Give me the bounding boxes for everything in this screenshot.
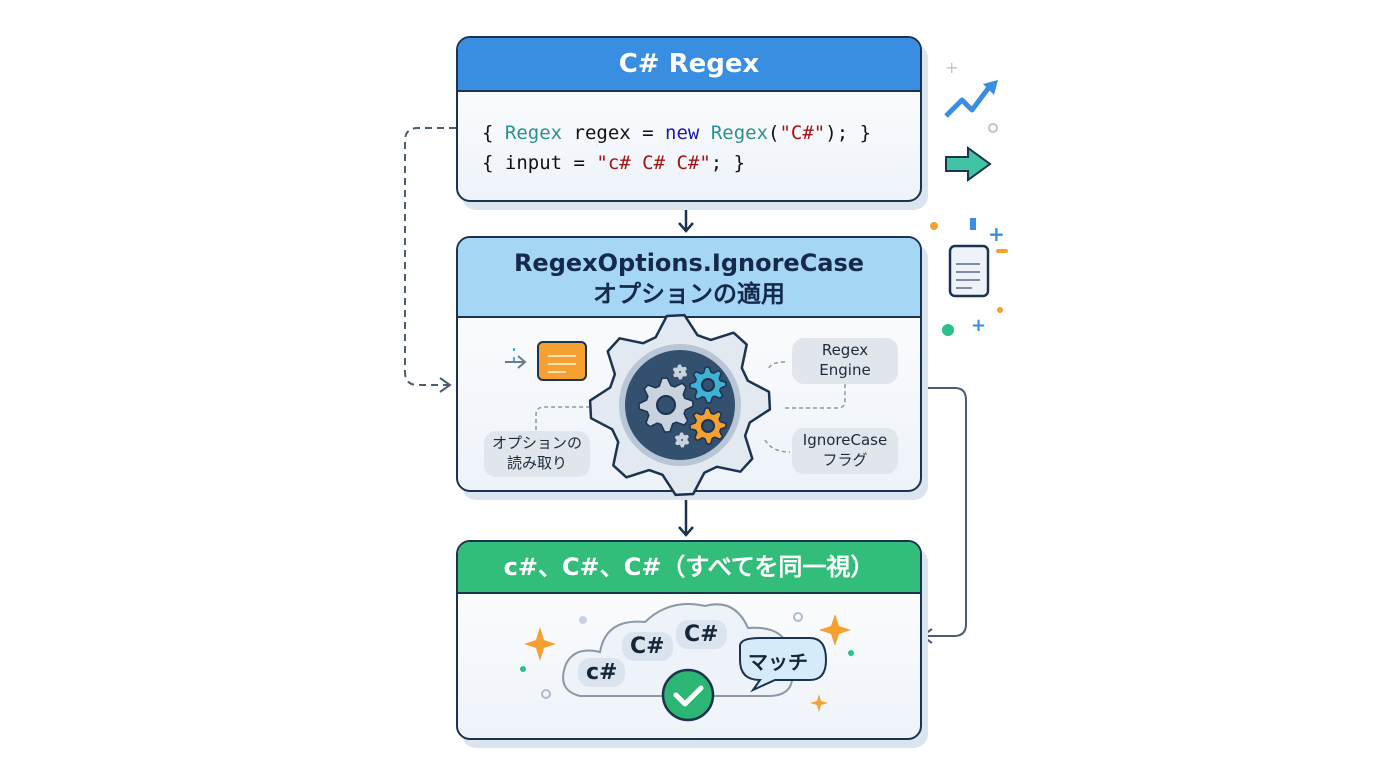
code-block: { Regex regex = new Regex("C#"); }{ inpu…: [458, 92, 920, 178]
code-token: { input =: [482, 152, 597, 174]
code-token: (: [768, 122, 780, 144]
speech-bubble-icon: [739, 637, 828, 693]
regex-code-box: C# Regex { Regex regex = new Regex("C#")…: [456, 36, 922, 202]
box-title: C# Regex: [458, 38, 920, 92]
label-line: Engine: [819, 361, 871, 379]
gear-icon: [689, 407, 727, 445]
gear-icon: [674, 432, 690, 448]
svg-text:+: +: [945, 58, 958, 77]
code-token: regex =: [562, 122, 666, 144]
code-token: "C#": [779, 122, 826, 144]
match-tag: C#: [622, 632, 673, 661]
arrow-icon: [505, 355, 527, 369]
code-token: ); }: [825, 122, 872, 144]
code-line: { input = "c# C# C#"; }: [482, 148, 920, 178]
sparkle-icon: [819, 614, 851, 646]
arrow-down-2: [678, 495, 694, 537]
gear-icon: [638, 377, 694, 433]
arrowhead-icon: [920, 628, 933, 644]
arrowhead-icon: [439, 377, 452, 393]
box-title: RegexOptions.IgnoreCase オプションの適用: [458, 238, 920, 318]
code-token: {: [482, 122, 505, 144]
svg-text:+: +: [988, 222, 1005, 246]
label-line: オプションの: [491, 434, 582, 452]
regex-engine-label: Regex Engine: [792, 338, 898, 384]
arrow-down-1: [678, 200, 694, 233]
match-bubble-text: マッチ: [748, 650, 808, 674]
title-line-2: オプションの適用: [593, 280, 785, 308]
code-token: Regex: [710, 122, 769, 144]
box-title: c#、C#、C#（すべてを同一視）: [458, 542, 920, 594]
check-icon: [661, 668, 715, 722]
code-token: ; }: [710, 152, 746, 174]
folder-icon: [537, 341, 587, 381]
read-options-label: オプションの 読み取り: [484, 431, 590, 477]
trend-up-icon: [944, 84, 992, 118]
code-token: new: [665, 122, 700, 144]
code-token: Regex: [504, 122, 563, 144]
label-line: フラグ: [822, 451, 868, 469]
match-result-box: c#、C#、C#（すべてを同一視）: [456, 540, 922, 740]
label-line: IgnoreCase: [802, 431, 888, 449]
match-tag: C#: [676, 620, 727, 649]
svg-text:+: +: [971, 315, 986, 336]
ignorecase-flag-label: IgnoreCase フラグ: [792, 428, 898, 474]
label-line: 読み取り: [506, 454, 567, 472]
gear-icon: [672, 364, 688, 380]
gear-icon: [689, 366, 727, 404]
code-token: "c# C# C#": [596, 152, 711, 174]
code-line: { Regex regex = new Regex("C#"); }: [482, 118, 920, 148]
arrow-right-icon: [945, 146, 992, 182]
title-line-1: RegexOptions.IgnoreCase: [513, 249, 865, 277]
match-tag: c#: [578, 658, 626, 687]
sparkle-icon: [524, 627, 556, 661]
right-connector: [920, 387, 967, 637]
label-line: Regex: [821, 341, 869, 359]
dashed-connector: [404, 127, 456, 386]
